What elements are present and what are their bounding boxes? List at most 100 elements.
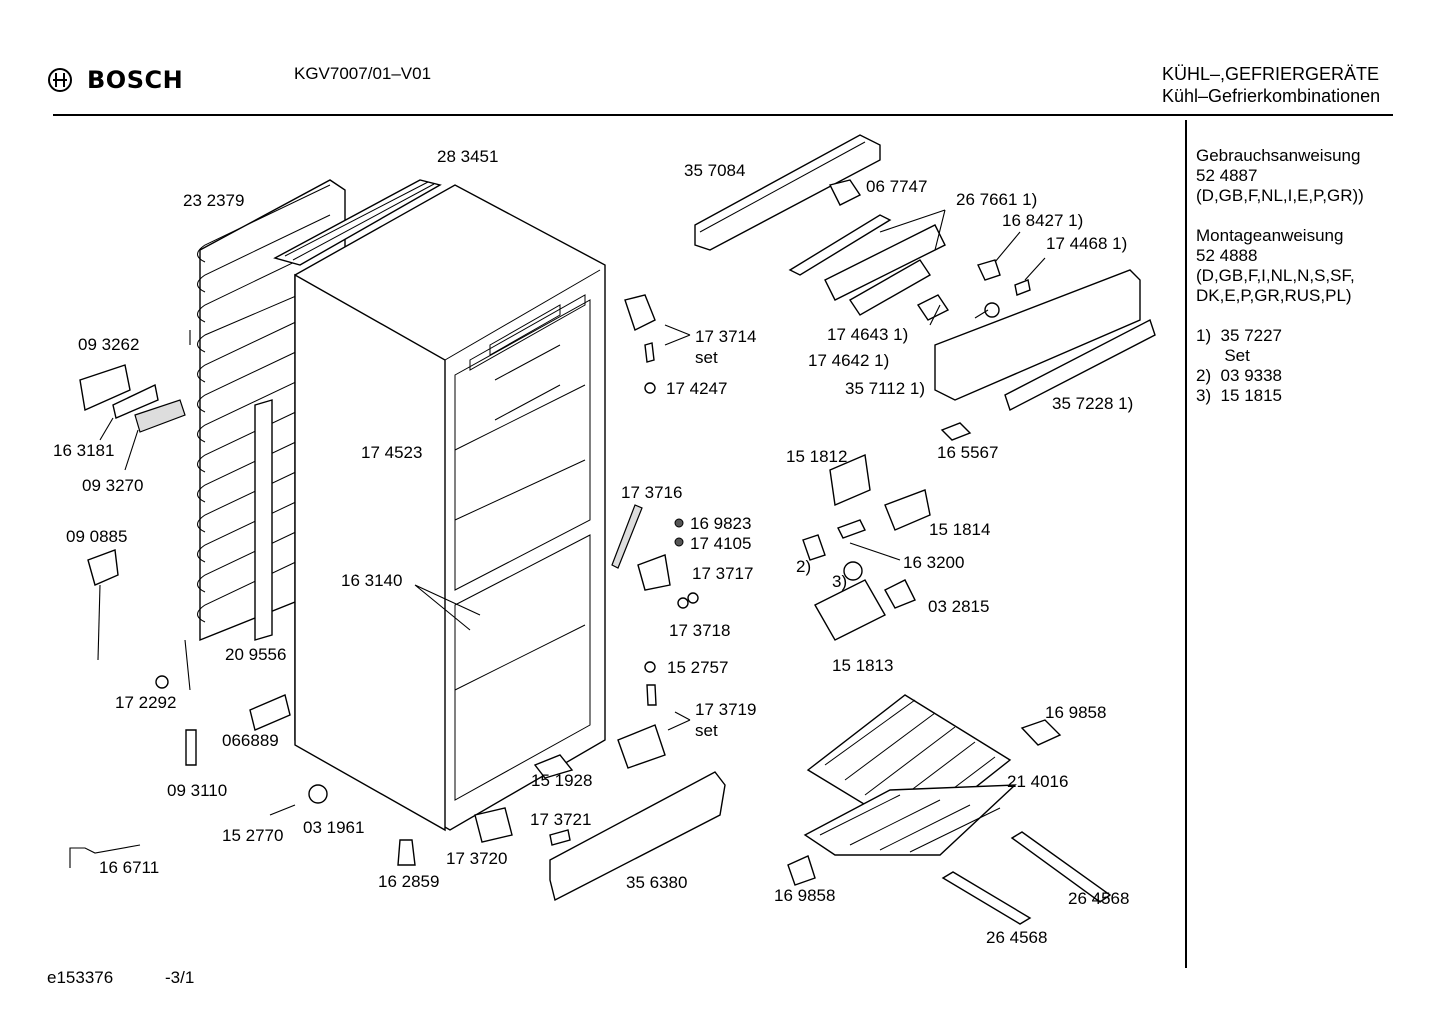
clip-165567 — [940, 422, 972, 441]
lamp-holder-151812 — [829, 453, 871, 507]
knob-174642 — [984, 302, 1000, 318]
manual-title: Gebrauchsanweisung — [1196, 146, 1361, 165]
part-label: 2) — [796, 557, 811, 576]
part-label: 16 3181 — [53, 441, 114, 460]
assembly-number: 52 4888 — [1196, 246, 1258, 265]
bottom-hinge-173719 — [617, 724, 666, 769]
hinge-pin-top — [644, 342, 655, 363]
part-label: 3) — [832, 572, 847, 591]
evaporator-214016 — [803, 694, 1017, 856]
leader-lines — [99, 209, 1046, 731]
part-label: 15 1813 — [832, 656, 893, 675]
thermostat-plate — [788, 214, 892, 276]
washer-173718a — [677, 597, 689, 609]
lamp-housing-093270 — [134, 399, 186, 433]
panel-strip-357228 — [1004, 319, 1156, 411]
bosch-armature-icon — [48, 68, 72, 92]
footnote-2: 2) 03 9338 — [1196, 366, 1283, 385]
part-label: 15 1812 — [786, 447, 847, 466]
part-label: 16 9858 — [774, 886, 835, 905]
part-label: 35 7084 — [684, 161, 745, 180]
switch-block — [849, 259, 931, 316]
adjustable-foot-162859 — [397, 839, 416, 866]
bracket-066889 — [249, 694, 291, 731]
bulb-3 — [843, 561, 863, 581]
part-label: 17 4523 — [361, 443, 422, 462]
top-coil-connector — [273, 179, 442, 266]
clip-169858-top — [1020, 719, 1062, 746]
top-hinge — [624, 294, 656, 331]
assembly-languages-2: DK,E,P,GR,RUS,PL) — [1196, 286, 1352, 305]
thermostat-housing — [824, 224, 946, 301]
part-label: 16 8427 1) — [1002, 211, 1083, 230]
category-title: KÜHL–,GEFRIERGERÄTE — [1162, 64, 1380, 84]
part-label: 17 4105 — [690, 534, 751, 553]
manual-number: 52 4887 — [1196, 166, 1258, 185]
foot-031961 — [308, 784, 328, 804]
assembly-title: Montageanweisung — [1196, 226, 1344, 245]
part-label: 16 5567 — [937, 443, 998, 462]
footnote-3: 3) 15 1815 — [1196, 386, 1283, 405]
rail-264568-right — [1010, 831, 1112, 903]
part-label: 16 2859 — [378, 872, 439, 891]
rail-264568-left — [941, 871, 1032, 925]
part-label: 17 3717 — [692, 564, 753, 583]
part-label: 26 4568 — [1068, 889, 1129, 908]
hinge-cover-151928 — [533, 754, 574, 779]
washer-169823 — [674, 518, 684, 528]
lamp-032815 — [884, 579, 916, 609]
lamp-cover-093262 — [79, 364, 131, 412]
part-label: 17 2292 — [115, 693, 176, 712]
part-label: 16 9858 — [1045, 703, 1106, 722]
part-label: 26 4568 — [986, 928, 1047, 947]
washer-174105 — [674, 537, 684, 547]
part-label: 17 4247 — [666, 379, 727, 398]
part-label: 066889 — [222, 731, 279, 750]
light-strip-163181 — [112, 383, 159, 419]
part-label: 17 4643 1) — [827, 325, 908, 344]
control-housing-rail — [694, 134, 881, 251]
part-label: set — [695, 348, 718, 367]
part-label: 17 3719 — [695, 700, 756, 719]
cap-152757 — [644, 661, 656, 673]
category-subtitle: Kühl–Gefrierkombinationen — [1162, 86, 1381, 106]
part-labels: 28 3451 23 2379 35 7084 06 7747 26 7661 … — [53, 147, 1133, 947]
bulb-163200 — [837, 519, 866, 539]
part-label: 15 1814 — [929, 520, 990, 539]
part-label: 17 3714 — [695, 327, 756, 346]
model-number: KGV7007/01–V01 — [294, 64, 432, 83]
refrigerator-cabinet — [294, 184, 606, 832]
part-label: 17 3720 — [446, 849, 507, 868]
brand-name: BOSCH — [87, 66, 184, 94]
hinge-pin-bottom — [646, 684, 657, 706]
lamp-cover-151814 — [884, 489, 931, 531]
part-label: 09 3110 — [167, 781, 227, 800]
assembly-languages-1: (D,GB,F,I,NL,N,S,SF, — [1196, 266, 1355, 285]
header-divider — [53, 114, 1393, 116]
pin-174468 — [1014, 279, 1031, 296]
part-label: 26 7661 1) — [956, 190, 1037, 209]
middle-hinge-173717 — [637, 554, 671, 591]
page-number: -3/1 — [165, 968, 195, 987]
washer-173718b — [687, 592, 699, 604]
part-label: 17 4642 1) — [808, 351, 889, 370]
lamp-switch — [916, 294, 950, 321]
drawing-id: e153376 — [47, 968, 114, 987]
part-label: 15 1928 — [531, 771, 592, 790]
cover-173721 — [549, 829, 571, 846]
exploded-parts-diagram: 28 3451 23 2379 35 7084 06 7747 26 7661 … — [53, 134, 1156, 947]
part-label: 16 3140 — [341, 571, 402, 590]
part-label: 23 2379 — [183, 191, 244, 210]
hinge-plate-173716 — [611, 504, 643, 569]
part-label: 28 3451 — [437, 147, 498, 166]
capillary-166711 — [69, 844, 141, 868]
control-panel-fascia — [934, 269, 1141, 401]
part-label: 35 6380 — [626, 873, 687, 892]
hinge-173720 — [474, 807, 513, 843]
switch-168427 — [977, 259, 1001, 281]
footnote-1-set: Set — [1196, 346, 1250, 365]
part-label: 16 9823 — [690, 514, 751, 533]
part-label: 17 3718 — [669, 621, 730, 640]
part-label: 35 7228 1) — [1052, 394, 1133, 413]
part-label: 09 3262 — [78, 335, 139, 354]
